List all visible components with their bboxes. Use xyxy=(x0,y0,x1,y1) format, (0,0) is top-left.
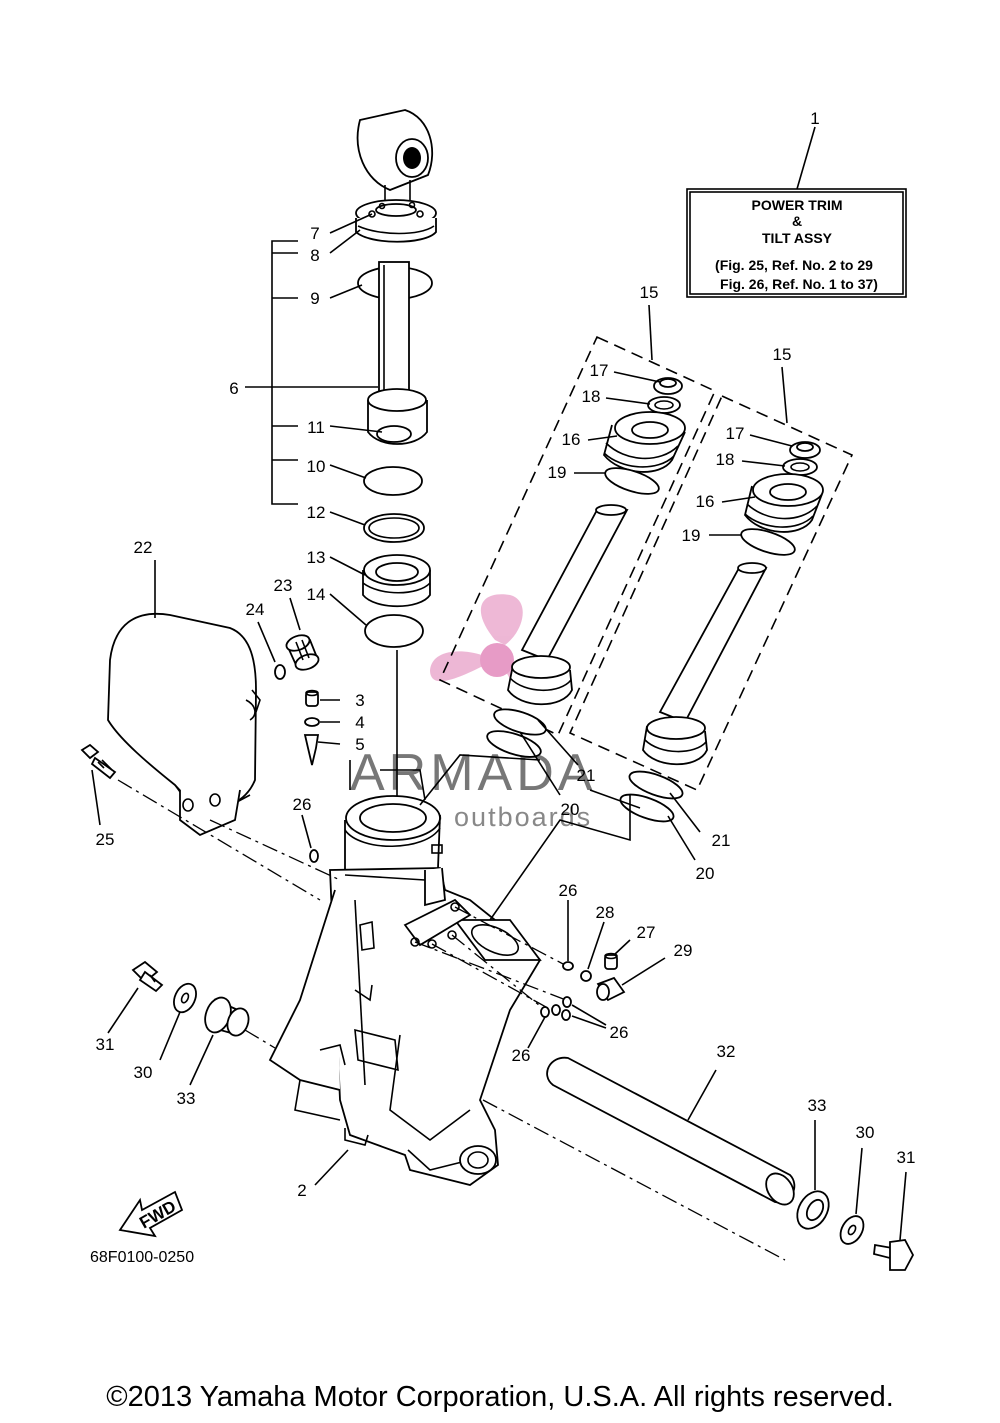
small-parts-27-28-29 xyxy=(580,921,666,1002)
callout-26-b: 26 xyxy=(559,881,578,900)
callout-33-right: 33 xyxy=(808,1096,827,1115)
bushing-part-23 xyxy=(285,597,320,671)
callout-1: 1 xyxy=(810,109,819,128)
small-parts-3-4-5 xyxy=(303,689,341,766)
callout-22: 22 xyxy=(134,538,153,557)
callout-2: 2 xyxy=(297,1181,306,1200)
trim-cylinder-group-left xyxy=(438,335,717,758)
assembly-line-3: TILT ASSY xyxy=(762,230,833,246)
tilt-cylinder-rod-assembly xyxy=(355,109,437,830)
callout-21-right: 21 xyxy=(712,831,731,850)
callout-5: 5 xyxy=(355,735,364,754)
rings-20-21-right xyxy=(619,770,684,823)
bolt-washer-bushing-left xyxy=(107,960,276,1086)
assembly-line-2: & xyxy=(792,213,802,229)
callout-28: 28 xyxy=(596,903,615,922)
callout-26-d: 26 xyxy=(512,1046,531,1065)
callout-17-right: 17 xyxy=(726,424,745,443)
callout-31-right: 31 xyxy=(897,1148,916,1167)
callout-13: 13 xyxy=(307,548,326,567)
callout-27: 27 xyxy=(637,923,656,942)
trim-cylinder-group-right xyxy=(568,394,854,792)
callout-10: 10 xyxy=(307,457,326,476)
callout-6: 6 xyxy=(229,379,238,398)
callout-26-a: 26 xyxy=(293,795,312,814)
callout-leaders xyxy=(519,304,793,861)
bolt-part-25 xyxy=(80,743,321,901)
callout-17-left: 17 xyxy=(590,361,609,380)
callout-32: 32 xyxy=(717,1042,736,1061)
copyright-notice: ©2013 Yamaha Motor Corporation, U.S.A. A… xyxy=(106,1381,894,1413)
cover-part-22 xyxy=(107,560,261,837)
o-rings-part-26 xyxy=(301,814,607,1049)
fwd-arrow: FWD xyxy=(118,1190,184,1238)
callout-11: 11 xyxy=(307,418,325,437)
callout-30-right: 30 xyxy=(856,1123,875,1142)
tilt-tube-part-32 xyxy=(546,1056,796,1206)
callout-14: 14 xyxy=(307,585,326,604)
watermark-brand: ARMADA xyxy=(350,744,596,802)
group-bracket-6 xyxy=(245,213,383,626)
callout-16-right: 16 xyxy=(696,492,715,511)
callout-24: 24 xyxy=(246,600,265,619)
callout-16-left: 16 xyxy=(562,430,581,449)
callout-20-right: 20 xyxy=(696,864,715,883)
callout-18-right: 18 xyxy=(716,450,735,469)
assembly-box: POWER TRIM & TILT ASSY (Fig. 25, Ref. No… xyxy=(686,126,907,298)
callout-7: 7 xyxy=(310,224,319,243)
callout-12: 12 xyxy=(307,503,326,522)
callout-15-left: 15 xyxy=(640,283,659,302)
callout-15-right: 15 xyxy=(773,345,792,364)
callout-23: 23 xyxy=(274,576,293,595)
assembly-guide-lines xyxy=(209,754,641,921)
callout-19-left: 19 xyxy=(548,463,567,482)
diagram-code: 68F0100-0250 xyxy=(90,1249,194,1266)
callout-30-left: 30 xyxy=(134,1063,153,1082)
callout-8: 8 xyxy=(310,246,319,265)
callout-31-left: 31 xyxy=(96,1035,115,1054)
callout-25: 25 xyxy=(96,830,115,849)
callout-33-left: 33 xyxy=(177,1089,196,1108)
callout-29: 29 xyxy=(674,941,693,960)
callout-labels: 1 2 3 4 5 6 7 8 9 10 11 12 13 14 15 15 1… xyxy=(96,109,916,1200)
bushing-washer-bolt-right xyxy=(796,1120,915,1271)
callout-19-right: 19 xyxy=(682,526,701,545)
callout-4: 4 xyxy=(355,713,364,732)
callout-9: 9 xyxy=(310,289,319,308)
callout-26-c: 26 xyxy=(610,1023,629,1042)
callout-3: 3 xyxy=(355,691,364,710)
o-ring-part-24 xyxy=(257,621,286,680)
callout-18-left: 18 xyxy=(582,387,601,406)
assembly-ref-2: Fig. 26, Ref. No. 1 to 37) xyxy=(720,276,878,292)
assembly-ref-1: (Fig. 25, Ref. No. 2 to 29 xyxy=(715,257,873,273)
assembly-line-1: POWER TRIM xyxy=(752,197,843,213)
callout-20-left: 20 xyxy=(561,800,580,819)
callout-21-left: 21 xyxy=(577,766,596,785)
bracket-body-part-2 xyxy=(268,795,786,1261)
